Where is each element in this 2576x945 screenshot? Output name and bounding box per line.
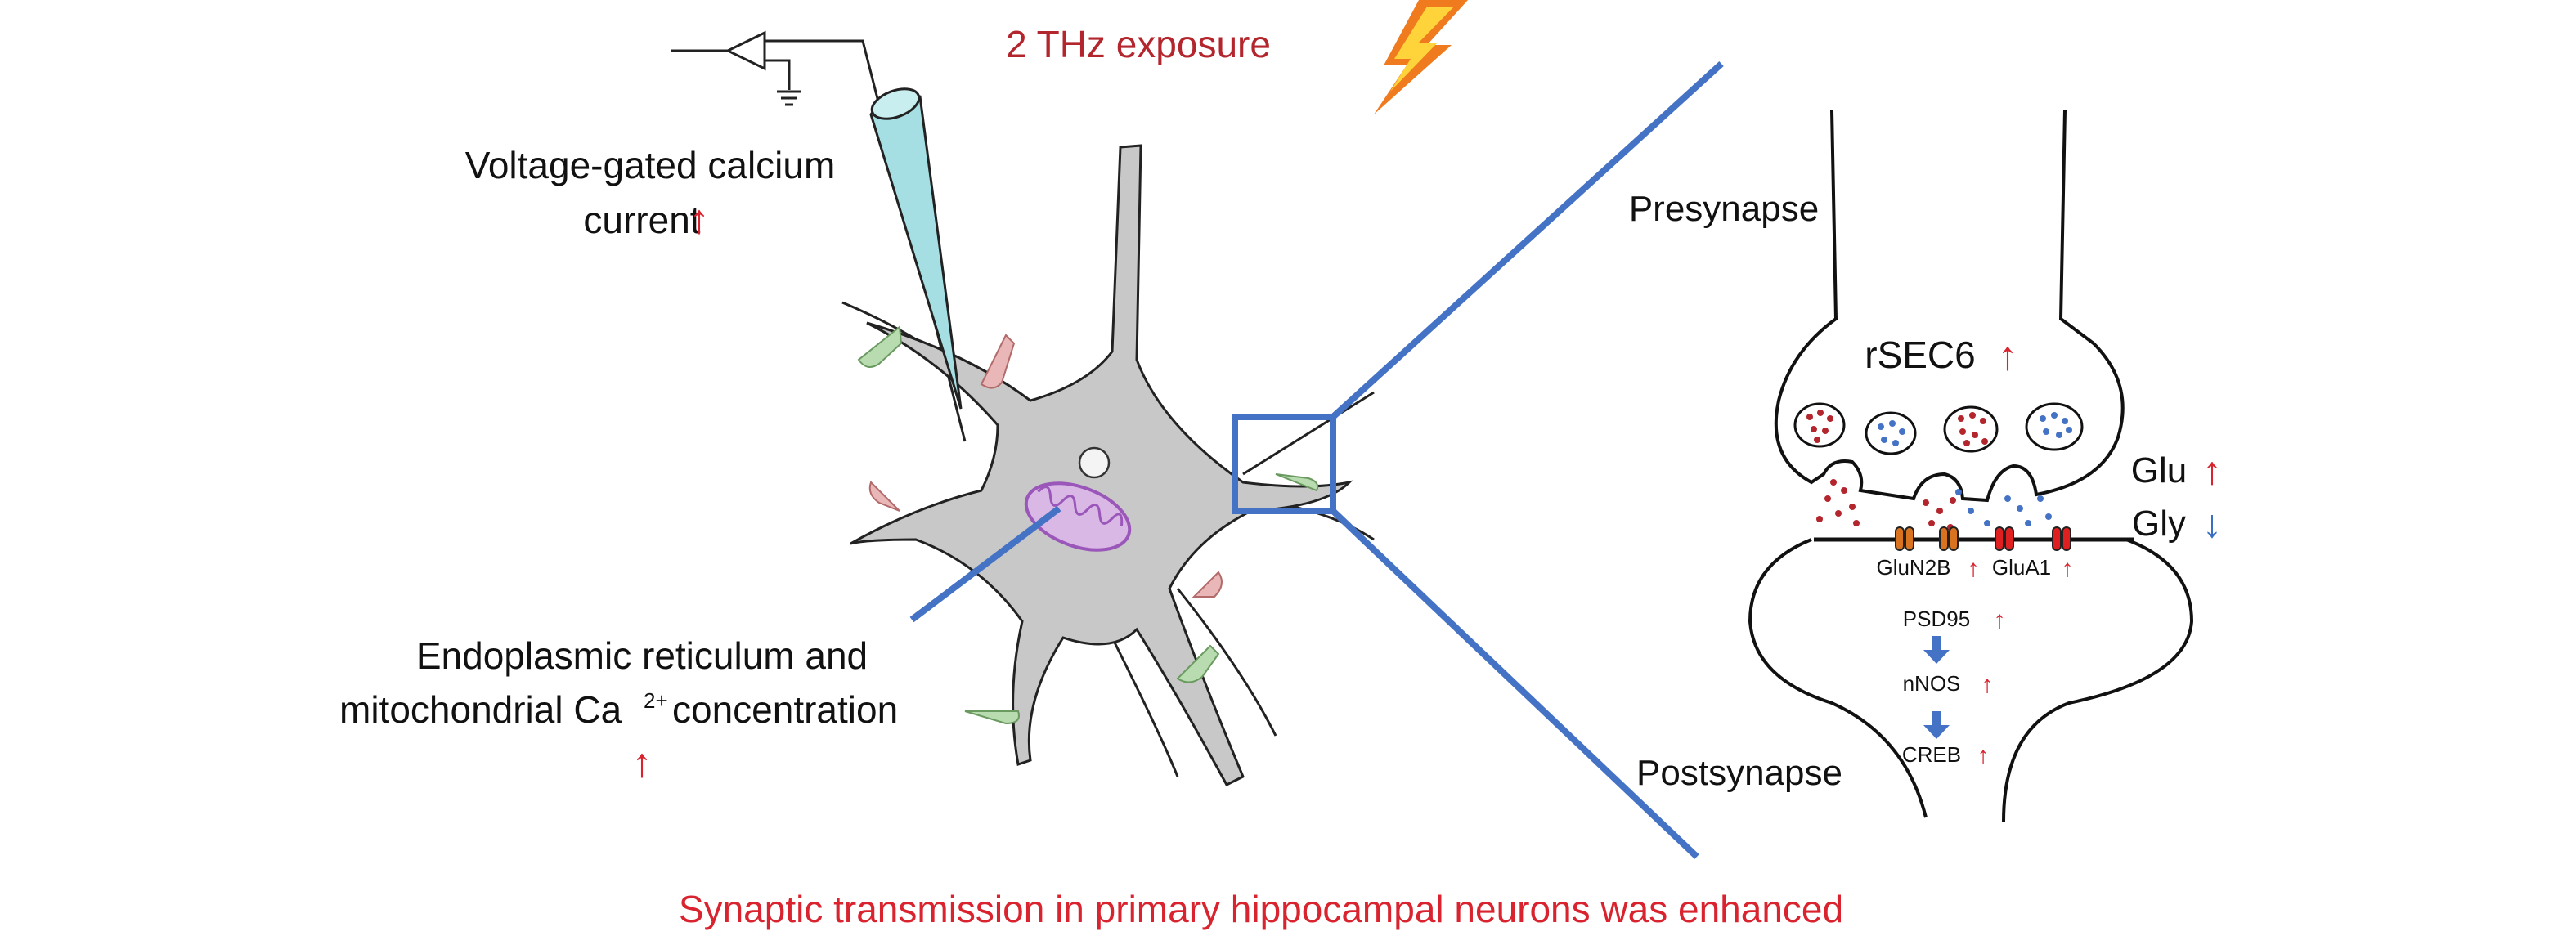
glua1-up-arrow: ↑ [2062,555,2074,582]
synaptic-vesicles [1793,402,2084,455]
exposure-label: 2 THz exposure [1006,23,1271,65]
dendrite-right-upper [1242,391,1375,476]
postsynaptic-terminal [1748,538,2194,822]
nnos-label: nNOS [1903,671,1961,696]
glun2b-up-arrow: ↑ [1968,555,1980,582]
presynaptic-terminal [1774,110,2125,503]
nnos-up-arrow: ↑ [1981,671,1994,698]
mitochondrion [1024,481,1132,552]
vgcc-up-arrow: ↑ [689,196,710,242]
spine-green-2 [1176,644,1220,683]
postsynapse-label: Postsynapse [1636,753,1842,793]
cascade-arrows [1923,636,1950,739]
arrow-psd95-nnos [1923,636,1950,664]
glua1-label: GluA1 [1992,555,2051,580]
vesicle-4 [2025,402,2084,451]
presynapse-label: Presynapse [1629,189,1819,229]
vesicle-2 [1865,411,1917,455]
psd95-up-arrow: ↑ [1994,607,2006,634]
spine-pink-1 [980,334,1016,389]
amplifier-triangle [725,30,766,71]
arrow-nnos-creb [1923,711,1950,739]
glun2b-receptor [1895,526,1959,551]
zoom-line-top [1331,61,1724,419]
vgcc-label-line1: Voltage-gated calcium [465,144,836,186]
rsec6-label: rSEC6 [1865,334,1975,376]
receptors [1895,526,2071,551]
creb-up-arrow: ↑ [1977,742,1990,769]
dendrite-lower-right [1176,588,1277,737]
er-label-line2-prefix: mitochondrial Ca [339,688,622,731]
spine-green-3 [964,710,1020,725]
zoom-indicator [1232,61,1724,859]
glun2b-label: GluN2B [1876,555,1950,580]
gly-label: Gly [2132,504,2186,544]
glua1-receptor [1995,526,2071,551]
er-label-line1: Endoplasmic reticulum and [416,634,868,677]
gly-down-arrow: ↓ [2202,503,2222,546]
vgcc-label-line2: current [583,199,700,241]
zoom-line-bottom [1331,508,1699,859]
er-label-line2-suffix: concentration [672,688,898,731]
released-neurotransmitters [1816,479,2052,531]
spine-pink-3 [1192,571,1223,598]
dendrite-lower-mid [1111,637,1179,777]
psd95-label: PSD95 [1903,607,1970,631]
glu-up-arrow: ↑ [2202,450,2222,493]
conclusion-caption: Synaptic transmission in primary hippoca… [679,888,1843,930]
spine-green-1 [857,325,903,368]
vesicle-contents [1806,410,2072,446]
spine-pink-2 [868,481,900,512]
rsec6-up-arrow: ↑ [1998,333,2018,378]
lightning-bolt-icon [1374,0,1468,114]
patch-pipette [869,87,963,410]
ground-wire [765,59,791,90]
mito-callout-line [909,505,1061,623]
synapse-schematic [1748,110,2194,822]
nucleus [1078,446,1111,479]
creb-label: CREB [1902,742,1961,767]
glu-label: Glu [2131,450,2187,490]
er-up-arrow: ↑ [632,740,653,786]
dendritic-spines [857,325,1319,725]
spine-green-4 [1275,473,1319,492]
vesicle-1 [1793,402,1846,448]
zoom-box [1232,414,1336,514]
er-label-superscript: 2+ [644,688,668,713]
